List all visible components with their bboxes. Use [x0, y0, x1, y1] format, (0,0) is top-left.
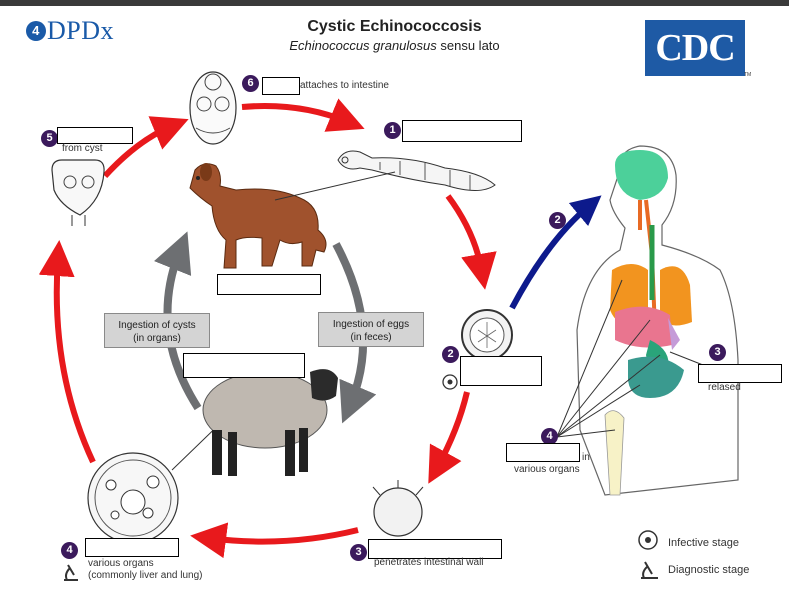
legend-diagnostic-stage: Diagnostic stage — [668, 564, 750, 576]
diagram-title: Cystic Echinococcosis — [307, 18, 482, 35]
blank-label-sheep[interactable] — [183, 353, 305, 378]
sheep-illustration — [202, 369, 338, 476]
protoscolex-illustration — [51, 159, 105, 226]
step-5-badge: 5 — [41, 130, 58, 147]
dog-illustration — [189, 163, 327, 269]
blank-label-step-4[interactable] — [85, 538, 179, 557]
red-arrow-4-to-5 — [38, 240, 96, 464]
step-2-human-badge: 2 — [549, 212, 566, 229]
step-4-badge: 4 — [61, 542, 78, 559]
ingestion-eggs-line1: Ingestion of eggs — [332, 319, 410, 330]
blue-arrow-to-human — [509, 195, 602, 310]
adult-worm-illustration — [337, 150, 496, 191]
step-5-text: from cyst — [62, 143, 103, 154]
step-1-badge: 1 — [384, 122, 401, 139]
species-name: Echinococcus granulosus — [289, 38, 437, 53]
microscope-icon — [641, 561, 658, 579]
oncosphere-illustration — [372, 480, 424, 537]
diagram-subtitle: Echinococcus granulosus sensu lato — [0, 38, 789, 53]
attached-protoscolex-illustration — [189, 71, 237, 145]
ingestion-cysts-line1: Ingestion of cysts — [118, 320, 196, 331]
ingestion-eggs-box: Ingestion of eggs (in feces) — [318, 312, 424, 347]
step-4-human-text-1: in — [582, 452, 590, 463]
cdc-logo: CDC — [645, 20, 745, 76]
human-illustration — [576, 145, 739, 496]
egg-illustration — [461, 309, 513, 361]
red-arrow-1-to-2 — [445, 194, 497, 290]
species-suffix: sensu lato — [436, 38, 500, 53]
hydatid-cyst-illustration — [87, 452, 179, 544]
blank-label-step-3[interactable] — [368, 539, 502, 559]
cdc-trademark: TM — [744, 72, 752, 78]
dpdx-logo-mark: 4 — [26, 21, 46, 41]
step-6-text: attaches to intestine — [300, 80, 389, 91]
red-arrow-3-to-4 — [190, 522, 359, 559]
red-arrow-5-to-6 — [102, 116, 189, 179]
ingestion-eggs-line2: (in feces) — [350, 332, 392, 343]
blank-label-step-3-human[interactable] — [698, 364, 782, 383]
red-arrow-6-to-1 — [241, 98, 365, 132]
blank-label-step-5[interactable] — [57, 127, 133, 144]
step-2-egg-badge: 2 — [442, 346, 459, 363]
blank-label-dog[interactable] — [217, 274, 321, 295]
step-3-text: penetrates intestinal wall — [374, 557, 484, 568]
blank-label-step-4-human[interactable] — [506, 443, 580, 462]
biohazard-icon-step2 — [442, 374, 458, 390]
ingestion-cysts-line2: (in organs) — [133, 333, 181, 344]
legend-infective-stage: Infective stage — [668, 537, 739, 549]
step-3-badge: 3 — [350, 544, 367, 561]
red-arrow-2-to-3 — [428, 391, 470, 484]
blank-label-step-1[interactable] — [402, 120, 522, 142]
blank-label-step-6[interactable] — [262, 77, 300, 95]
step-3-human-badge: 3 — [709, 344, 726, 361]
dpdx-logo-text: DPDx — [47, 16, 115, 45]
step-4-text-2: (commonly liver and lung) — [88, 570, 203, 581]
step-4-text-1: various organs — [88, 558, 154, 569]
step-3-human-text: relased — [708, 382, 741, 393]
blank-label-step-2[interactable] — [460, 356, 542, 386]
step-4-human-text-2: various organs — [514, 464, 580, 475]
step-4-human-badge: 4 — [541, 428, 558, 445]
top-bar — [0, 0, 789, 6]
biohazard-icon — [638, 530, 658, 550]
step-6-badge: 6 — [242, 75, 259, 92]
ingestion-cysts-box: Ingestion of cysts (in organs) — [104, 313, 210, 348]
microscope-icon-step4 — [64, 564, 78, 581]
